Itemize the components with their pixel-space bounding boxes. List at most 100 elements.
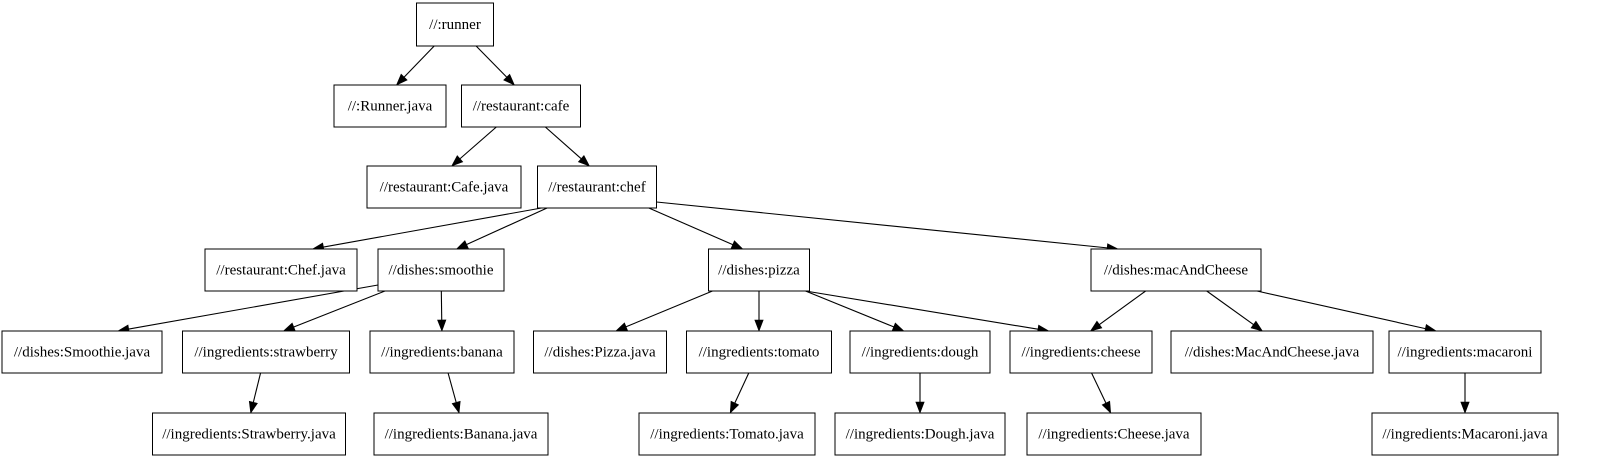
arrowhead-icon bbox=[503, 73, 515, 86]
node-box[interactable] bbox=[1009, 330, 1153, 374]
node-box[interactable] bbox=[1, 330, 163, 374]
graph-node-runner_java[interactable]: //:Runner.java bbox=[333, 84, 447, 128]
node-label: //restaurant:chef bbox=[548, 179, 645, 195]
graph-node-runner[interactable]: //:runner bbox=[416, 2, 494, 47]
node-box[interactable] bbox=[849, 330, 991, 374]
arrowhead-icon bbox=[615, 322, 629, 332]
graph-edge bbox=[437, 290, 447, 332]
graph-edge bbox=[282, 290, 386, 332]
node-label: //dishes:smoothie bbox=[389, 262, 494, 278]
graph-node-banana_java[interactable]: //ingredients:Banana.java bbox=[373, 412, 549, 456]
node-label: //dishes:Smoothie.java bbox=[14, 344, 151, 360]
graph-node-smoothie_java[interactable]: //dishes:Smoothie.java bbox=[1, 330, 163, 374]
arrowhead-icon bbox=[455, 240, 469, 250]
node-box[interactable] bbox=[333, 84, 447, 128]
arrowhead-icon bbox=[437, 319, 447, 332]
graph-node-chef_java[interactable]: //restaurant:Chef.java bbox=[204, 248, 358, 292]
node-label: //dishes:Pizza.java bbox=[544, 344, 656, 360]
node-box[interactable] bbox=[1026, 412, 1202, 456]
graph-node-cafe[interactable]: //restaurant:cafe bbox=[461, 84, 581, 128]
graph-edge bbox=[729, 372, 750, 414]
node-label: //ingredients:tomato bbox=[699, 344, 820, 360]
graph-edge bbox=[1460, 373, 1470, 414]
node-box[interactable] bbox=[377, 248, 505, 292]
node-label: //ingredients:Strawberry.java bbox=[162, 426, 336, 442]
node-label: //restaurant:Cafe.java bbox=[380, 179, 509, 195]
node-label: //restaurant:cafe bbox=[473, 98, 570, 114]
node-label: //:runner bbox=[429, 17, 481, 33]
arrowhead-icon bbox=[451, 155, 464, 167]
graph-edge bbox=[1206, 290, 1264, 332]
graph-node-strawberry[interactable]: //ingredients:strawberry bbox=[182, 330, 350, 374]
node-label: //ingredients:Banana.java bbox=[385, 426, 538, 442]
graph-node-smoothie[interactable]: //dishes:smoothie bbox=[377, 248, 505, 292]
arrowhead-icon bbox=[282, 322, 296, 332]
graph-node-banana[interactable]: //ingredients:banana bbox=[369, 330, 515, 374]
node-label: //ingredients:cheese bbox=[1021, 344, 1140, 360]
node-box[interactable] bbox=[204, 248, 358, 292]
graph-node-macandcheese_java[interactable]: //dishes:MacAndCheese.java bbox=[1170, 330, 1374, 374]
node-label: //restaurant:Chef.java bbox=[216, 262, 346, 278]
graph-node-cheese[interactable]: //ingredients:cheese bbox=[1009, 330, 1153, 374]
node-box[interactable] bbox=[1090, 248, 1262, 292]
node-box[interactable] bbox=[708, 248, 810, 292]
graph-node-cafe_java[interactable]: //restaurant:Cafe.java bbox=[366, 165, 522, 209]
graph-node-pizza[interactable]: //dishes:pizza bbox=[708, 248, 810, 292]
graph-node-tomato_java[interactable]: //ingredients:Tomato.java bbox=[638, 412, 816, 456]
graph-edge bbox=[656, 201, 1119, 253]
node-label: //ingredients:banana bbox=[381, 344, 503, 360]
arrowhead-icon bbox=[451, 400, 461, 414]
graph-node-strawberry_java[interactable]: //ingredients:Strawberry.java bbox=[152, 412, 346, 456]
graph-edge bbox=[455, 207, 548, 250]
node-box[interactable] bbox=[834, 412, 1006, 456]
graph-node-cheese_java[interactable]: //ingredients:Cheese.java bbox=[1026, 412, 1202, 456]
arrowhead-icon bbox=[915, 401, 925, 414]
node-box[interactable] bbox=[416, 2, 494, 47]
node-label: //:Runner.java bbox=[348, 98, 433, 114]
graph-node-chef[interactable]: //restaurant:chef bbox=[537, 165, 657, 209]
graph-edge bbox=[615, 290, 713, 332]
node-label: //ingredients:strawberry bbox=[194, 344, 338, 360]
node-box[interactable] bbox=[461, 84, 581, 128]
graph-edge bbox=[447, 372, 461, 414]
node-box[interactable] bbox=[537, 165, 657, 209]
node-box[interactable] bbox=[1388, 330, 1542, 374]
graph-edge bbox=[1091, 372, 1112, 414]
node-label: //ingredients:Macaroni.java bbox=[1382, 426, 1548, 442]
graph-edge bbox=[451, 126, 497, 167]
node-box[interactable] bbox=[1371, 412, 1559, 456]
graph-node-tomato[interactable]: //ingredients:tomato bbox=[686, 330, 832, 374]
arrowhead-icon bbox=[1250, 320, 1264, 332]
node-box[interactable] bbox=[366, 165, 522, 209]
node-label: //dishes:macAndCheese bbox=[1104, 262, 1248, 278]
node-label: //dishes:MacAndCheese.java bbox=[1185, 344, 1360, 360]
node-box[interactable] bbox=[369, 330, 515, 374]
graph-node-macaroni[interactable]: //ingredients:macaroni bbox=[1388, 330, 1542, 374]
graph-edge bbox=[915, 373, 925, 414]
arrowhead-icon bbox=[395, 73, 408, 86]
arrowhead-icon bbox=[1460, 401, 1470, 414]
graph-node-pizza_java[interactable]: //dishes:Pizza.java bbox=[533, 330, 667, 374]
arrowhead-icon bbox=[754, 319, 764, 332]
node-box[interactable] bbox=[1170, 330, 1374, 374]
graph-edge bbox=[648, 207, 744, 250]
node-label: //ingredients:Tomato.java bbox=[650, 426, 804, 442]
node-box[interactable] bbox=[152, 412, 346, 456]
graph-edge bbox=[1089, 290, 1146, 332]
graph-node-dough[interactable]: //ingredients:dough bbox=[849, 330, 991, 374]
arrowhead-icon bbox=[1101, 400, 1112, 414]
node-box[interactable] bbox=[638, 412, 816, 456]
node-box[interactable] bbox=[686, 330, 832, 374]
arrowhead-icon bbox=[729, 400, 740, 414]
node-layer: //:runner //:Runner.java //restaurant:cafe… bbox=[1, 2, 1559, 456]
graph-node-macandcheese[interactable]: //dishes:macAndCheese bbox=[1090, 248, 1262, 292]
graph-edge bbox=[475, 45, 515, 86]
graph-edge bbox=[1256, 290, 1437, 334]
graph-edge bbox=[395, 45, 435, 86]
node-box[interactable] bbox=[373, 412, 549, 456]
graph-node-macaroni_java[interactable]: //ingredients:Macaroni.java bbox=[1371, 412, 1559, 456]
graph-node-dough_java[interactable]: //ingredients:Dough.java bbox=[834, 412, 1006, 456]
node-box[interactable] bbox=[182, 330, 350, 374]
node-box[interactable] bbox=[533, 330, 667, 374]
